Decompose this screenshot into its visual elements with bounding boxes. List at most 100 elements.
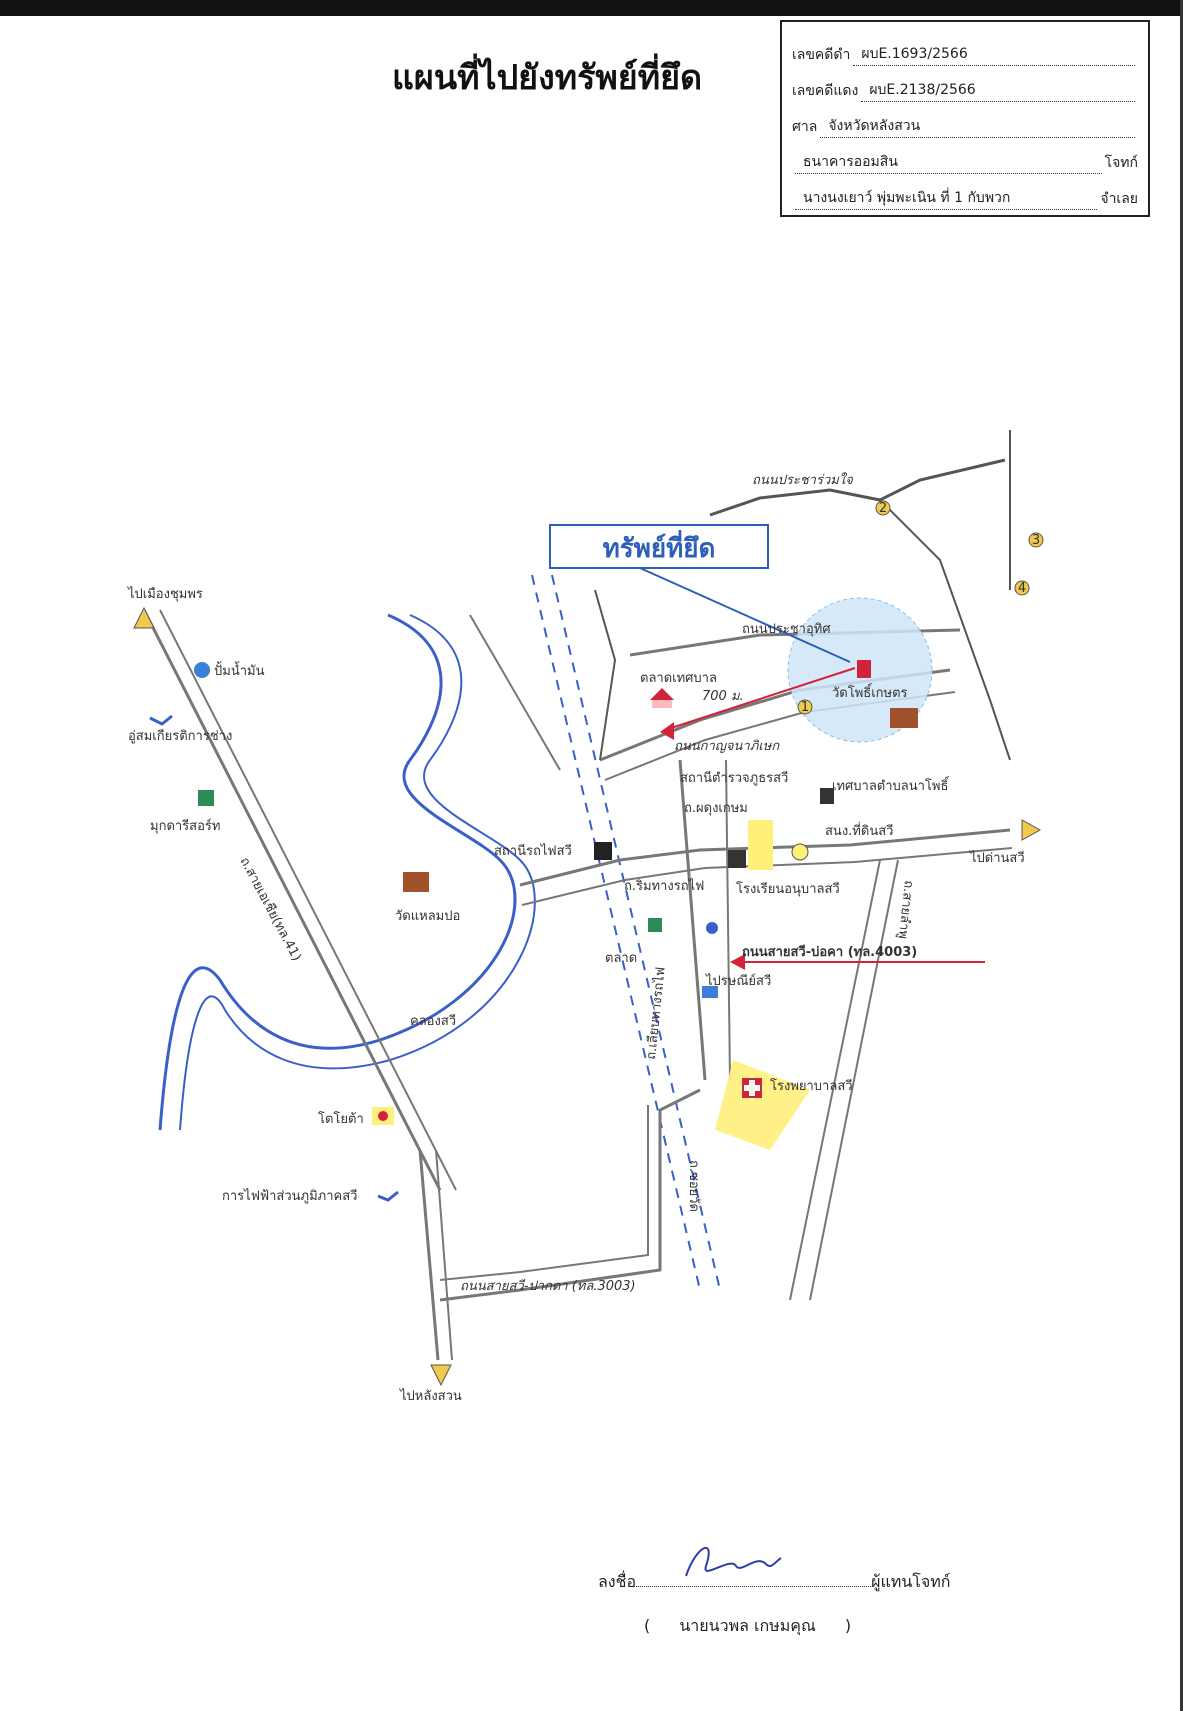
court-row: ศาล จังหวัดหลังสวน	[792, 102, 1138, 138]
case-info-box: เลขคดีดำ ผบE.1693/2566 เลขคดีแดง ผบE.213…	[780, 20, 1150, 217]
seized-property-marker	[857, 660, 871, 678]
label-garage: อู่สมเกียรติการช่าง	[128, 728, 232, 744]
signature-dots	[636, 1546, 872, 1587]
gas-drop-icon	[706, 922, 718, 934]
land-office-icon	[791, 843, 809, 861]
hospital-area	[715, 1060, 810, 1150]
highway-41-south	[418, 1149, 440, 1361]
marker-2	[875, 500, 891, 516]
marker-3-number: 3	[1032, 533, 1040, 548]
wat-pho-icon	[890, 708, 918, 728]
label-highway-41: ถ.สายเอเชีย(ทล.41)	[236, 854, 304, 963]
label-pea: การไฟฟ้าส่วนภูมิภาคสวี	[222, 1188, 357, 1204]
market-icon	[648, 918, 662, 932]
market-house-icon	[650, 688, 674, 708]
bottom-road-edge	[439, 1105, 649, 1281]
label-road-kanchana: ถนนกาญจนาภิเษก	[674, 739, 780, 754]
red-case-row: เลขคดีแดง ผบE.2138/2566	[792, 66, 1138, 102]
school-icon	[728, 850, 746, 868]
defendant-value: นางนงเยาว์ พุ่มพะเนิน ที่ 1 กับพวก	[795, 187, 1098, 210]
plaintiff-suffix: โจทก์	[1104, 155, 1138, 171]
plaintiff-value: ธนาคารออมสิน	[795, 151, 1102, 174]
label-road-phadung: ถ.ผดุงเกษม	[684, 801, 748, 816]
signature-line: ลงชื่อ ผู้แทนโจทก์	[598, 1546, 951, 1595]
label-to-chumphon: ไปเมืองชุมพร	[127, 586, 203, 602]
marker-1	[797, 699, 813, 715]
seized-property-pointer	[639, 567, 851, 663]
distance-arrow-head	[660, 722, 674, 740]
distance-arrow	[664, 667, 856, 731]
south-arrow	[430, 1364, 452, 1387]
train-station-icon	[594, 842, 612, 860]
label-kindergarten: โรงเรียนอนุบาลสวี	[736, 881, 840, 897]
label-to-lang-suan: ไปหลังสวน	[399, 1388, 462, 1404]
railway-west	[531, 574, 701, 1291]
label-police: สถานีตำรวจภูธรสวี	[680, 770, 788, 786]
label-post-office: ไปรษณีย์สวี	[705, 973, 771, 989]
handwritten-signature	[685, 1546, 782, 1577]
east-side-road	[789, 859, 881, 1301]
gas-station-icon	[194, 662, 210, 678]
label-market: ตลาด	[605, 951, 637, 966]
defendant-suffix: จำเลย	[1100, 191, 1138, 207]
garage-icon	[149, 714, 173, 726]
label-road-pracha-ruam-jai: ถนนประชาร่วมใจ	[752, 472, 854, 488]
signature-role: ผู้แทนโจทก์	[871, 1572, 951, 1591]
river-bank	[179, 614, 536, 1131]
municipality-icon	[820, 788, 834, 804]
railway-east	[551, 574, 721, 1291]
top-border	[0, 0, 1183, 16]
toyota-icon	[372, 1107, 394, 1125]
label-resort: มุกดารีสอร์ท	[150, 818, 220, 834]
red-case-value: ผบE.2138/2566	[861, 79, 1135, 102]
main-road-ns-edge	[725, 759, 731, 1081]
page-title: แผนที่ไปยังทรัพย์ที่ยึด	[392, 58, 703, 98]
court-value: จังหวัดหลังสวน	[820, 115, 1135, 138]
label-wat-pho: วัดโพธิ์เกษตร	[832, 683, 908, 701]
black-case-value: ผบE.1693/2566	[853, 43, 1135, 66]
signature-name: ( นายนวพล เกษมคุณ )	[632, 1614, 863, 1639]
temple-icon	[403, 872, 429, 892]
label-distance: 700 ม.	[702, 689, 744, 704]
signer-name: นายนวพล เกษมคุณ	[679, 1616, 816, 1635]
red-case-label: เลขคดีแดง	[792, 83, 859, 99]
label-main-road: ถนนสายสวี-บ่อคา (ทล.4003)	[742, 944, 917, 960]
sign-label: ลงชื่อ	[598, 1572, 637, 1591]
river	[158, 613, 517, 1131]
east-arrow	[1021, 819, 1042, 841]
label-hospital: โรงพยาบาลสวี	[770, 1078, 853, 1094]
court-label: ศาล	[792, 119, 818, 135]
hospital-icon	[742, 1078, 762, 1098]
left-connector	[469, 614, 561, 771]
label-road-side-right: ถ.สายลำพู	[895, 880, 916, 940]
label-toyota: โตโยต้า	[318, 1111, 364, 1127]
label-wat-laem-po: วัดแหลมปอ	[395, 909, 460, 924]
label-municipality: เทศบาลตำบลนาโพธิ์	[832, 776, 950, 794]
seized-property-box	[549, 524, 769, 569]
main-road-ns	[678, 759, 707, 1081]
east-side-road-edge	[809, 859, 899, 1301]
main-road-ew-edge	[521, 847, 1013, 906]
plaintiff-row: ธนาคารออมสิน โจทก์	[792, 138, 1138, 174]
label-road-pracha-uthit: ถนนประชาอุทิศ	[742, 622, 831, 637]
defendant-row: นางนงเยาว์ พุ่มพะเนิน ที่ 1 กับพวก จำเลย	[792, 174, 1138, 210]
black-case-label: เลขคดีดำ	[792, 47, 851, 63]
label-road-bottom: ถนนสายสวี-ปากดา (ทล.3003)	[460, 1278, 636, 1294]
north-arrow	[133, 606, 155, 629]
seized-property-label: ทรัพย์ที่ยึด	[603, 529, 716, 564]
pea-icon	[377, 1190, 399, 1202]
main-road-arrow-head	[730, 954, 745, 970]
label-road-soi: ถ.ซอยวัด	[686, 1160, 701, 1212]
marker-3	[1028, 532, 1044, 548]
label-to-dan-sawi: ไปด่านสวี	[969, 850, 1025, 866]
black-case-row: เลขคดีดำ ผบE.1693/2566	[792, 30, 1138, 66]
resort-icon	[198, 790, 214, 806]
marker-4	[1014, 580, 1030, 596]
main-road-ew	[519, 828, 1011, 887]
bottom-road	[439, 1088, 701, 1302]
label-gas-station: ปั้มน้ำมัน	[214, 661, 265, 679]
marker-1-number: 1	[801, 700, 809, 715]
kindergarten-area	[748, 820, 773, 870]
highway-41-south-edge	[435, 1149, 453, 1361]
